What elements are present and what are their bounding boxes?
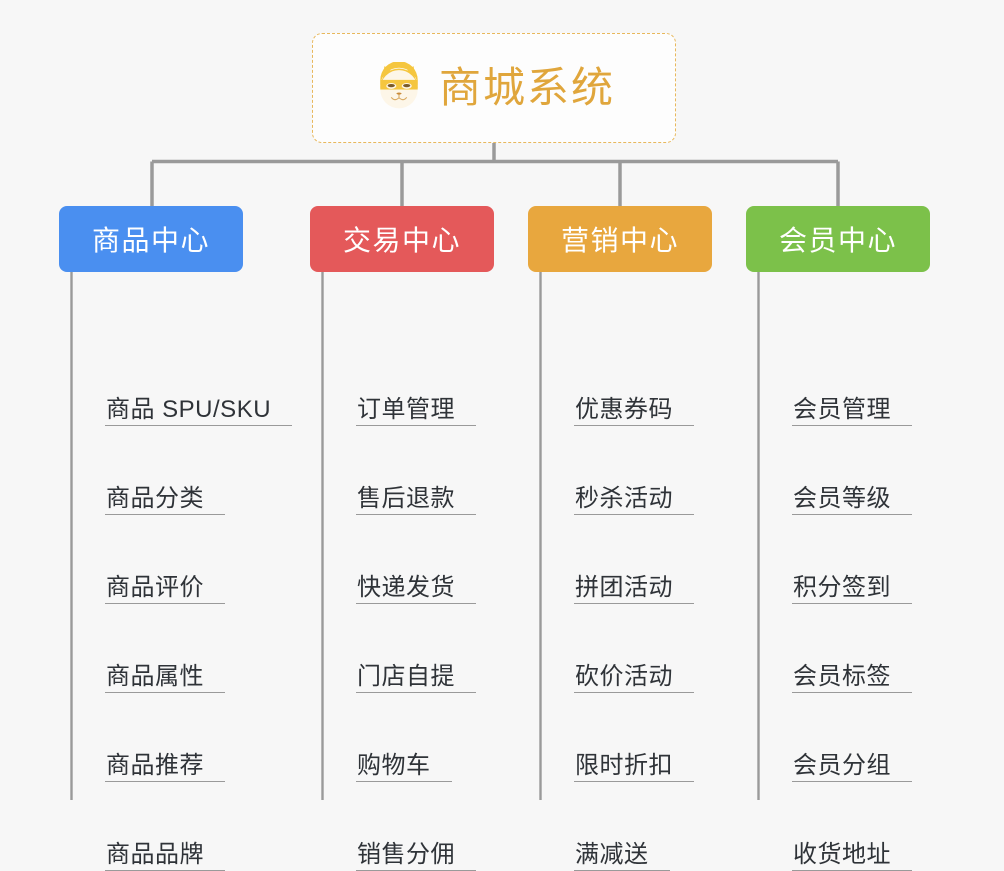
leaf-label: 门店自提	[357, 662, 455, 690]
leaf-item[interactable]: 售后退款	[356, 471, 476, 515]
root-node[interactable]: 商城系统	[312, 33, 676, 143]
leaf-item[interactable]: 商品属性	[105, 649, 225, 693]
leaf-item[interactable]: 拼团活动	[574, 560, 694, 604]
leaf-item[interactable]: 会员分组	[792, 738, 912, 782]
category-label: 商品中心	[91, 225, 210, 256]
leaf-label: 快递发货	[357, 573, 455, 601]
leaf-item[interactable]: 会员等级	[792, 471, 912, 515]
leaf-label: 商品 SPU/SKU	[106, 395, 272, 423]
leaf-item[interactable]: 会员管理	[792, 382, 912, 426]
leaf-label: 会员等级	[793, 484, 891, 512]
leaf-label: 商品分类	[106, 484, 204, 512]
leaf-item[interactable]: 商品 SPU/SKU	[105, 382, 292, 426]
leaf-label: 商品品牌	[106, 840, 204, 868]
shiba-dog-face-icon	[380, 62, 418, 109]
leaf-item[interactable]: 秒杀活动	[574, 471, 694, 515]
leaf-item[interactable]: 收货地址	[792, 827, 912, 871]
leaf-label: 商品属性	[106, 662, 204, 690]
leaf-item[interactable]: 商品推荐	[105, 738, 225, 782]
leaf-label: 售后退款	[357, 484, 455, 512]
leaf-item[interactable]: 限时折扣	[574, 738, 694, 782]
leaf-label: 商品评价	[106, 573, 204, 601]
category-column-1: 商品中心 商品 SPU/SKU 商品分类 商品评价 商品属性 商品推荐 商品品牌	[59, 206, 292, 871]
leaf-item[interactable]: 订单管理	[356, 382, 476, 426]
leaf-label: 购物车	[357, 751, 431, 779]
category-header-2[interactable]: 交易中心	[310, 206, 494, 272]
category-column-2: 交易中心 订单管理 售后退款 快递发货 门店自提 购物车 销售分佣	[310, 206, 494, 871]
leaf-item[interactable]: 砍价活动	[574, 649, 694, 693]
category-column-4: 会员中心 会员管理 会员等级 积分签到 会员标签 会员分组 收货地址	[746, 206, 930, 871]
category-label: 营销中心	[560, 225, 679, 256]
leaf-label: 会员分组	[793, 751, 891, 779]
leaf-label: 积分签到	[793, 573, 891, 601]
leaf-label: 砍价活动	[575, 662, 673, 690]
leaf-label: 商品推荐	[106, 751, 204, 779]
category-header-3[interactable]: 营销中心	[528, 206, 712, 272]
leaf-label: 优惠券码	[575, 395, 673, 423]
leaf-item[interactable]: 商品分类	[105, 471, 225, 515]
leaf-item[interactable]: 会员标签	[792, 649, 912, 693]
leaf-item[interactable]: 满减送	[574, 827, 670, 871]
category-header-4[interactable]: 会员中心	[746, 206, 930, 272]
leaf-label: 会员管理	[793, 395, 891, 423]
leaf-label: 销售分佣	[357, 840, 455, 868]
leaf-item[interactable]: 商品品牌	[105, 827, 225, 871]
category-label: 会员中心	[778, 225, 897, 256]
category-label: 交易中心	[342, 225, 461, 256]
root-title: 商城系统	[438, 64, 615, 111]
leaf-item[interactable]: 商品评价	[105, 560, 225, 604]
leaf-label: 拼团活动	[575, 573, 673, 601]
leaf-item[interactable]: 积分签到	[792, 560, 912, 604]
leaf-label: 秒杀活动	[575, 484, 673, 512]
mindmap-diagram: 商城系统 商品中心 商品 SPU/SKU 商品分类 商品评价 商品属性 商品推荐…	[59, 33, 930, 871]
leaf-item[interactable]: 优惠券码	[574, 382, 694, 426]
leaf-item[interactable]: 快递发货	[356, 560, 476, 604]
leaf-item[interactable]: 门店自提	[356, 649, 476, 693]
leaf-label: 收货地址	[793, 840, 891, 868]
leaf-label: 订单管理	[357, 395, 455, 423]
leaf-item[interactable]: 购物车	[356, 738, 452, 782]
leaf-label: 会员标签	[793, 662, 891, 690]
category-column-3: 营销中心 优惠券码 秒杀活动 拼团活动 砍价活动 限时折扣 满减送	[528, 206, 712, 871]
leaf-label: 限时折扣	[575, 751, 673, 779]
leaf-label: 满减送	[575, 840, 649, 868]
category-header-1[interactable]: 商品中心	[59, 206, 243, 272]
leaf-item[interactable]: 销售分佣	[356, 827, 476, 871]
